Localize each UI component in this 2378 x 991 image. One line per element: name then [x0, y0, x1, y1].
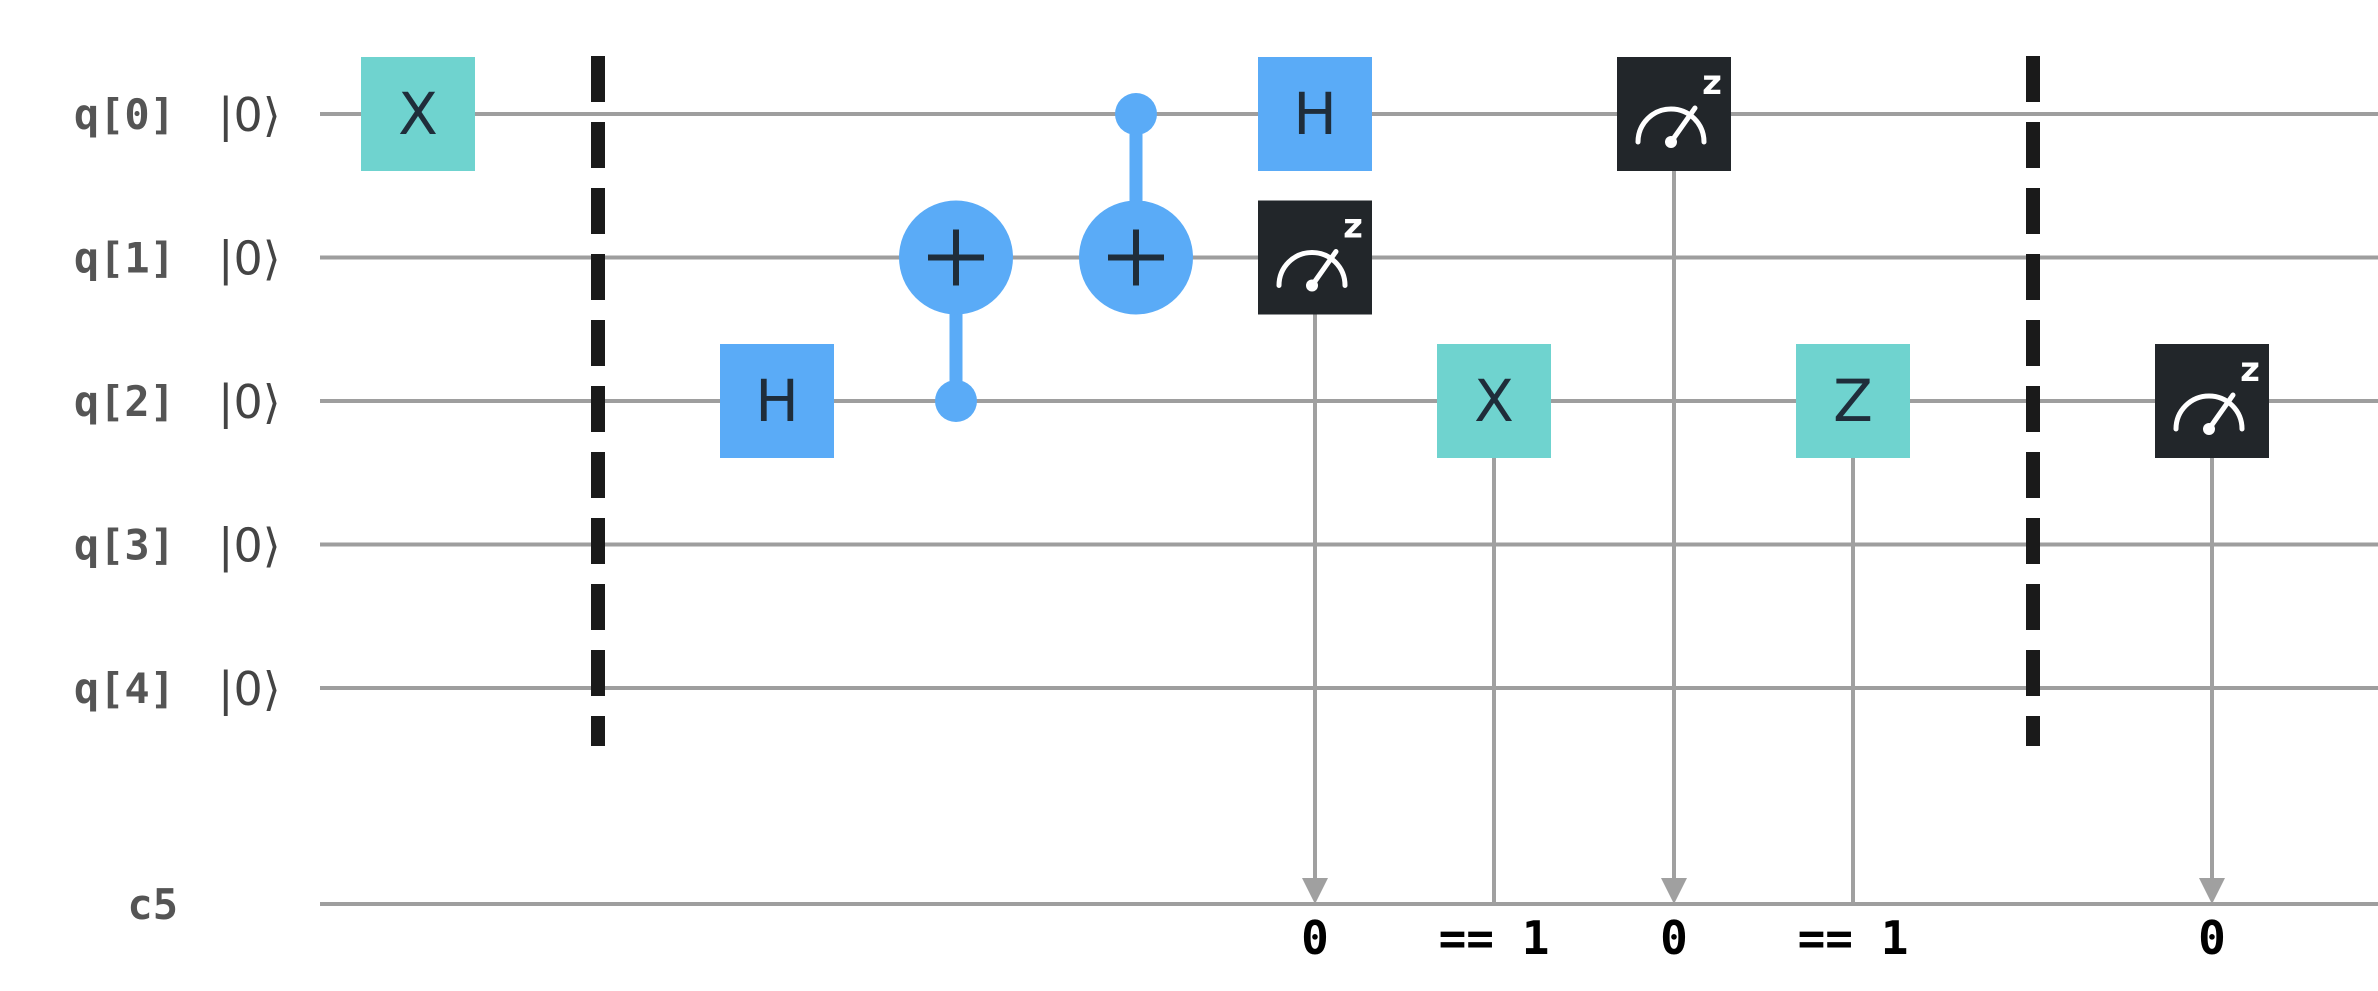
gate-label: X	[398, 80, 438, 148]
meter-needle-icon	[1668, 105, 1698, 145]
measure-gate	[1617, 57, 1731, 171]
meter-pivot-icon	[1306, 279, 1318, 292]
meter-basis-label: z	[1702, 63, 1722, 103]
meter-pivot-icon	[1665, 136, 1677, 148]
measure-arrow-arrowhead	[2199, 878, 2225, 904]
gate-h	[1258, 57, 1372, 171]
measure-arrow-arrowhead	[1302, 878, 1328, 904]
qubit-initial-state: |0⟩	[218, 232, 281, 287]
condition-label: == 1	[1798, 911, 1909, 965]
qubit-label: q[2]	[74, 377, 175, 426]
measure-arrow-arrowhead	[1661, 878, 1687, 904]
qubit-label: q[3]	[74, 521, 175, 570]
qubit-initial-state: |0⟩	[218, 375, 281, 430]
qubit-label: q[4]	[74, 664, 175, 713]
gate-label: H	[755, 367, 799, 435]
gate-label: Z	[1833, 367, 1873, 435]
meter-arc-icon	[1635, 106, 1707, 145]
meter-arc-icon	[1276, 250, 1348, 288]
gate-label: H	[1293, 80, 1337, 148]
labels-layer: q[0] |0⟩ q[1] |0⟩ q[2] |0⟩ q[3] |0⟩ q[4] |0⟩ c5 0 ==…	[74, 88, 2226, 965]
gate-h	[720, 344, 834, 458]
connectors-layer	[1302, 114, 2225, 904]
qubit-initial-state: |0⟩	[218, 88, 281, 143]
qubit-initial-state: |0⟩	[218, 519, 281, 574]
measure-gate	[2155, 344, 2269, 458]
gate-z	[1796, 344, 1910, 458]
wires-layer	[320, 112, 2378, 906]
meter-needle-icon	[1309, 249, 1339, 288]
measure-bit-label: 0	[2198, 911, 2226, 965]
meter-needle-icon	[2206, 392, 2236, 432]
measure-bit-label: 0	[1660, 911, 1688, 965]
classical-register-label: c5	[127, 880, 178, 929]
meter-basis-label: z	[2240, 350, 2260, 390]
gate-x	[1437, 344, 1551, 458]
measure-bit-label: 0	[1301, 911, 1329, 965]
gate-x	[361, 57, 475, 171]
cnot-control-dot	[1115, 93, 1157, 135]
meter-arc-icon	[2173, 393, 2245, 432]
qubit-initial-state: |0⟩	[218, 662, 281, 717]
meter-pivot-icon	[2203, 423, 2215, 435]
measure-gate	[1258, 200, 1372, 315]
cnot-control-dot	[935, 380, 977, 422]
gate-label: X	[1474, 367, 1514, 435]
qubit-label: q[1]	[74, 234, 175, 283]
meter-basis-label: z	[1343, 207, 1363, 247]
qubit-label: q[0]	[74, 90, 175, 139]
condition-label: == 1	[1439, 911, 1550, 965]
